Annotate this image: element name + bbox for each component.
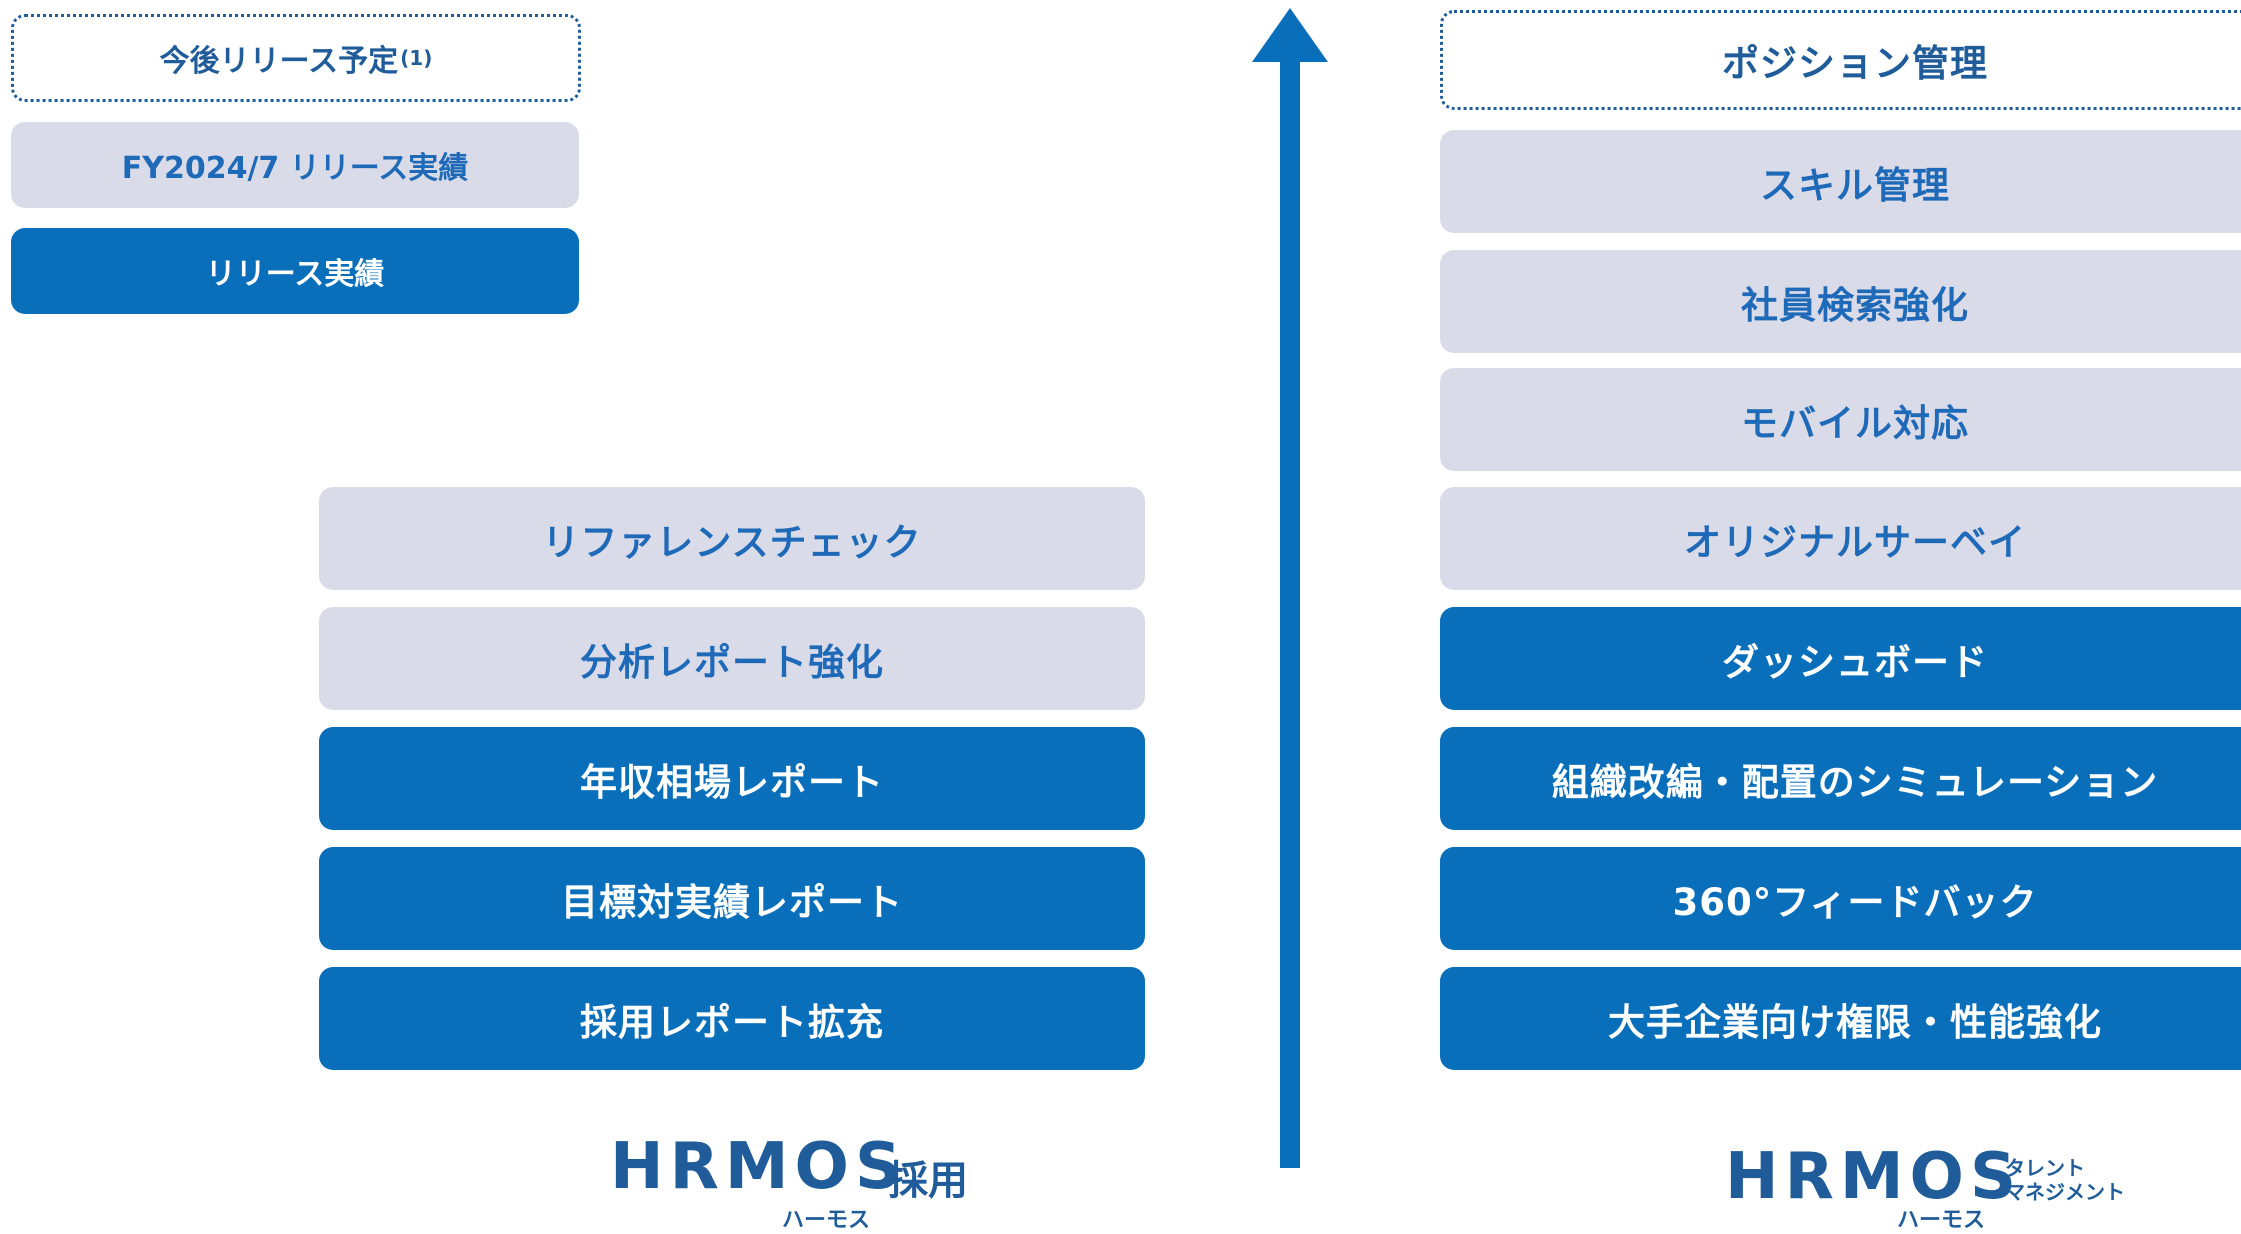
logo-suffix-line2: マネジメント: [2005, 1180, 2125, 1204]
hrmos-talent-logo: HRMOS タレント マネジメント ハーモス: [1725, 1140, 2125, 1233]
recruit-item-label: 年収相場レポート: [580, 760, 884, 804]
recruit-item-reference-check: リファレンスチェック: [319, 487, 1145, 590]
talent-item-original-survey: オリジナルサーベイ: [1440, 487, 2241, 590]
recruit-item-label: 分析レポート強化: [580, 640, 884, 684]
talent-item-label: スキル管理: [1760, 163, 1950, 207]
talent-item-mobile: モバイル対応: [1440, 368, 2241, 471]
talent-item-label: ポジション管理: [1722, 42, 1988, 85]
legend-fy-release-label: FY2024/7 リリース実績: [121, 151, 469, 186]
legend-planned-label: 今後リリース予定: [159, 44, 399, 79]
recruit-item-target-report: 目標対実績レポート: [319, 847, 1145, 950]
hrmos-logo-text: HRMOS: [610, 1130, 908, 1204]
talent-item-label: 大手企業向け権限・性能強化: [1608, 1000, 2102, 1044]
legend-fy-release: FY2024/7 リリース実績: [11, 122, 579, 208]
talent-item-position-management: ポジション管理: [1440, 10, 2241, 110]
progress-arrow: [1252, 8, 1328, 1168]
logo-suffix: 採用: [888, 1158, 968, 1204]
talent-item-label: 360°フィードバック: [1672, 880, 2038, 924]
logo-suffix-line1: タレント: [2005, 1156, 2085, 1180]
arrow-shaft: [1280, 58, 1300, 1168]
legend-planned-note: (1): [400, 46, 433, 70]
recruit-item-report-expansion: 採用レポート拡充: [319, 967, 1145, 1070]
talent-item-employee-search: 社員検索強化: [1440, 250, 2241, 353]
legend-planned: 今後リリース予定(1): [11, 14, 581, 102]
talent-item-reorg-simulation: 組織改編・配置のシミュレーション: [1440, 727, 2241, 830]
recruit-item-label: リファレンスチェック: [542, 520, 922, 564]
legend-released-label: リリース実績: [205, 257, 385, 292]
logo-reading: ハーモス: [1897, 1208, 1986, 1233]
talent-item-skill-management: スキル管理: [1440, 130, 2241, 233]
legend-released: リリース実績: [11, 228, 579, 314]
recruit-item-salary-report: 年収相場レポート: [319, 727, 1145, 830]
talent-item-360-feedback: 360°フィードバック: [1440, 847, 2241, 950]
talent-item-label: ダッシュボード: [1722, 640, 1988, 684]
talent-item-label: モバイル対応: [1741, 401, 1969, 445]
hrmos-logo-text: HRMOS: [1725, 1140, 2023, 1214]
talent-item-enterprise-permissions: 大手企業向け権限・性能強化: [1440, 967, 2241, 1070]
arrow-head: [1252, 8, 1328, 62]
hrmos-recruit-logo: HRMOS 採用 ハーモス: [610, 1130, 1010, 1233]
talent-item-label: 社員検索強化: [1741, 283, 1969, 327]
logo-reading: ハーモス: [782, 1208, 871, 1233]
recruit-item-label: 目標対実績レポート: [561, 880, 903, 924]
talent-item-dashboard: ダッシュボード: [1440, 607, 2241, 710]
recruit-item-analysis-report: 分析レポート強化: [319, 607, 1145, 710]
talent-item-label: オリジナルサーベイ: [1684, 520, 2026, 564]
talent-item-label: 組織改編・配置のシミュレーション: [1551, 760, 2159, 804]
recruit-item-label: 採用レポート拡充: [580, 1000, 884, 1044]
